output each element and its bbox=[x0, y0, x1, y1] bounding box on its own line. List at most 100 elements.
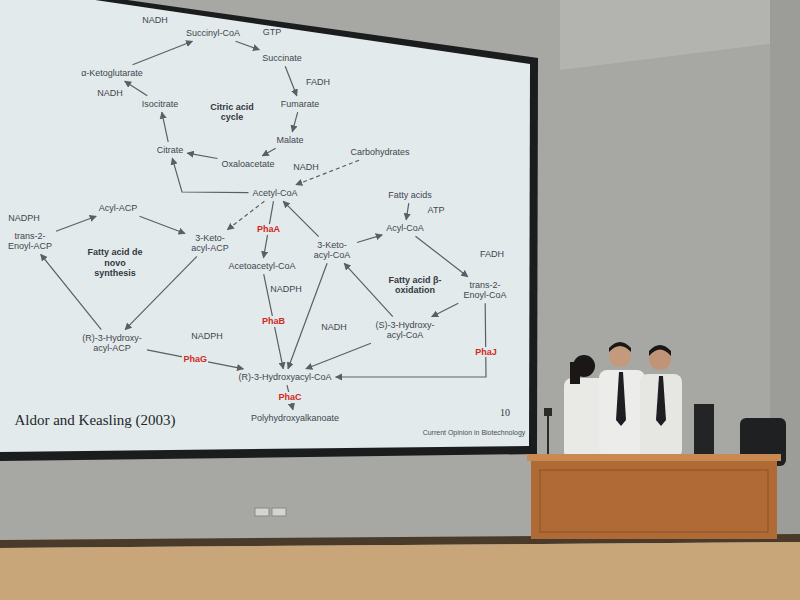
metabolite-node: Malate bbox=[274, 134, 305, 146]
reaction-arrow bbox=[416, 236, 468, 277]
metabolite-node: (S)-3-Hydroxy- acyl-CoA bbox=[372, 319, 438, 342]
slide-number: 10 bbox=[500, 407, 510, 419]
metabolite-name: Fatty acids bbox=[388, 190, 432, 200]
cofactor-label: GTP bbox=[263, 27, 282, 37]
podium-top bbox=[527, 454, 781, 461]
metabolite-node: α-Ketoglutarate bbox=[79, 67, 145, 79]
metabolite-node: Carbohydrates bbox=[348, 146, 411, 158]
power-outlet bbox=[255, 508, 269, 516]
cofactor-label: NADH bbox=[97, 88, 123, 98]
reaction-arrow bbox=[41, 254, 102, 329]
presenter-hair bbox=[570, 362, 580, 384]
reaction-arrow bbox=[306, 343, 371, 369]
pathway-title: Citric acid cycle bbox=[204, 102, 260, 123]
citation: Aldor and Keasling (2003) bbox=[14, 412, 175, 429]
metabolite-node: Fumarate bbox=[279, 98, 322, 110]
presenter-body bbox=[640, 374, 682, 458]
metabolite-node: Succinyl-CoA bbox=[184, 27, 242, 39]
metabolite-name: (R)-3-Hydroxyacyl-CoA bbox=[238, 372, 331, 382]
wooden-counter bbox=[0, 542, 800, 600]
reaction-arrow bbox=[125, 81, 148, 96]
reaction-arrow bbox=[262, 148, 275, 156]
metabolite-node: (R)-3-Hydroxyacyl-CoA bbox=[236, 371, 333, 383]
metabolite-name: 3-Keto- acyl-ACP bbox=[189, 233, 231, 254]
podium bbox=[531, 461, 777, 539]
presenter-hair bbox=[649, 345, 671, 356]
metabolite-node: 3-Keto- acyl-ACP bbox=[187, 232, 233, 255]
reaction-arrow bbox=[187, 153, 217, 158]
metabolite-node: trans-2- Enoyl-CoA bbox=[460, 279, 510, 302]
metabolite-name: Acetoacetyl-CoA bbox=[228, 261, 295, 271]
cofactor-label: NADPH bbox=[270, 284, 302, 294]
metabolite-name: Acetyl-CoA bbox=[252, 188, 297, 198]
podium-panel bbox=[540, 470, 768, 532]
metabolite-node: Polyhydroxyalkanoate bbox=[249, 412, 341, 424]
cofactor-label: FADH bbox=[306, 77, 330, 87]
reaction-arrow bbox=[344, 263, 393, 316]
reaction-arrow bbox=[162, 112, 168, 142]
screen-frame bbox=[0, 0, 538, 461]
metabolite-name: Oxaloacetate bbox=[221, 159, 274, 169]
enzyme-label: PhaG bbox=[182, 354, 208, 364]
cofactor-label: FADH bbox=[480, 249, 504, 259]
metabolite-node: trans-2- Enoyl-ACP bbox=[6, 230, 54, 253]
metabolite-node: Succinate bbox=[260, 52, 304, 64]
reaction-arrow bbox=[140, 216, 186, 233]
cofactor-label: NADH bbox=[321, 322, 347, 332]
metabolite-name: Malate bbox=[276, 135, 303, 145]
reaction-arrow bbox=[147, 350, 243, 369]
journal-note: Current Opinion in Biotechnology bbox=[423, 429, 526, 437]
metabolite-name: Isocitrate bbox=[142, 99, 179, 109]
metabolite-node: 3-Keto- acyl-CoA bbox=[309, 239, 355, 262]
reaction-arrow bbox=[236, 41, 260, 50]
metabolite-node: Oxaloacetate bbox=[219, 158, 276, 170]
projection-screen bbox=[0, 0, 530, 452]
reaction-arrow bbox=[292, 112, 297, 132]
metabolite-name: Carbohydrates bbox=[350, 147, 409, 157]
pathway-title: Fatty acid de novo synthesis bbox=[86, 247, 144, 278]
metabolite-name: (S)-3-Hydroxy- acyl-CoA bbox=[374, 320, 436, 341]
cofactor-label: NADPH bbox=[191, 331, 223, 341]
ceiling bbox=[560, 0, 800, 70]
reaction-arrow bbox=[288, 263, 327, 369]
cofactor-label: ATP bbox=[428, 205, 445, 215]
metabolite-node: Acyl-ACP bbox=[97, 202, 140, 214]
reaction-arrow bbox=[285, 66, 297, 96]
microphone bbox=[544, 408, 552, 416]
necktie bbox=[656, 376, 666, 426]
metabolite-name: α-Ketoglutarate bbox=[81, 68, 143, 78]
metabolite-node: Fatty acids bbox=[386, 189, 434, 201]
enzyme-label: PhaA bbox=[256, 224, 281, 234]
reaction-arrow bbox=[283, 201, 319, 237]
metabolite-node: Acyl-CoA bbox=[384, 222, 426, 234]
reaction-arrow bbox=[133, 41, 193, 65]
enzyme-label: PhaB bbox=[261, 316, 286, 326]
metabolite-name: (R)-3-Hydroxy- acyl-ACP bbox=[81, 333, 143, 354]
necktie bbox=[616, 372, 626, 426]
presenter-hair bbox=[609, 342, 631, 352]
reaction-arrow bbox=[432, 303, 459, 316]
power-outlet bbox=[272, 508, 286, 516]
metabolite-name: Acyl-ACP bbox=[99, 203, 138, 213]
metabolite-name: trans-2- Enoyl-CoA bbox=[462, 280, 508, 301]
metabolite-name: 3-Keto- acyl-CoA bbox=[311, 240, 353, 261]
metabolite-name: Succinate bbox=[262, 53, 302, 63]
metabolite-name: Acyl-CoA bbox=[386, 223, 424, 233]
cofactor-label: NADPH bbox=[8, 213, 40, 223]
reaction-arrow bbox=[406, 203, 409, 220]
metabolite-name: trans-2- Enoyl-ACP bbox=[8, 231, 52, 252]
enzyme-label: PhaJ bbox=[474, 347, 498, 357]
reaction-arrow bbox=[56, 216, 96, 231]
metabolite-name: Succinyl-CoA bbox=[186, 28, 240, 38]
metabolite-node: Acetoacetyl-CoA bbox=[226, 260, 297, 272]
reaction-arrow bbox=[357, 235, 382, 243]
metabolite-node: Isocitrate bbox=[140, 98, 181, 110]
reaction-arrow bbox=[336, 303, 487, 377]
pathway-title: Fatty acid β-oxidation bbox=[384, 275, 446, 296]
metabolite-node: Citrate bbox=[155, 144, 186, 156]
metabolite-node: (R)-3-Hydroxy- acyl-ACP bbox=[79, 332, 145, 355]
presenter-body bbox=[599, 370, 645, 458]
metabolite-name: Polyhydroxyalkanoate bbox=[251, 413, 339, 423]
monitor bbox=[694, 404, 714, 456]
metabolite-name: Citrate bbox=[157, 145, 184, 155]
